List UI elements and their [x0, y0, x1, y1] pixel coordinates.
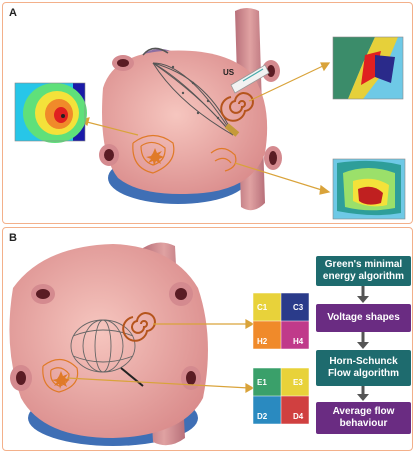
connector-arrows: [79, 62, 331, 195]
us-label: US: [223, 68, 235, 77]
atrium-body: [102, 50, 268, 194]
activation-map-left: [14, 82, 87, 143]
basket-catheter: [70, 319, 136, 373]
panel-b: B: [2, 227, 413, 451]
panel-a-illustration: US: [14, 8, 406, 220]
ultrasound-probe: [230, 64, 270, 94]
panel-b-illustration: C1 C3 H2 H4 E1 E3 D2 D4: [9, 242, 369, 446]
panel-b-label: B: [9, 232, 17, 244]
rotor-spiral: [122, 312, 156, 342]
focal-star-icon: [52, 371, 70, 389]
flow-step-greens-algorithm: Green's minimal energy algorithm: [316, 256, 411, 286]
grid-label: E1: [257, 378, 267, 387]
activation-map-top-right: [332, 36, 404, 100]
rotor-spiral: [220, 92, 254, 122]
atrium-body: [9, 244, 208, 438]
flow-grid-bottom: [252, 367, 310, 425]
grid-label: D2: [257, 412, 268, 421]
flowchart-arrows: [357, 286, 369, 401]
flow-step-voltage-shapes: Voltage shapes: [316, 304, 411, 332]
flow-step-horn-schunck: Horn-Schunck Flow algorithm: [316, 350, 411, 386]
grid-label: D4: [293, 412, 304, 421]
grid-label: C3: [293, 303, 304, 312]
panel-a-label: A: [9, 7, 17, 19]
grid-label: H4: [293, 337, 304, 346]
panel-a: A: [2, 2, 413, 224]
wave-swirl: [210, 147, 237, 172]
activation-map-bottom-right: [332, 158, 406, 220]
focal-source: [132, 134, 175, 174]
flow-step-average-flow: Average flow behaviour: [316, 402, 411, 434]
focal-star-icon: [146, 148, 164, 166]
voltage-grid-top: [252, 292, 310, 350]
grid-label: E3: [293, 378, 303, 387]
grid-label: H2: [257, 337, 268, 346]
grid-label: C1: [257, 303, 268, 312]
connector-arrows: [66, 318, 255, 394]
